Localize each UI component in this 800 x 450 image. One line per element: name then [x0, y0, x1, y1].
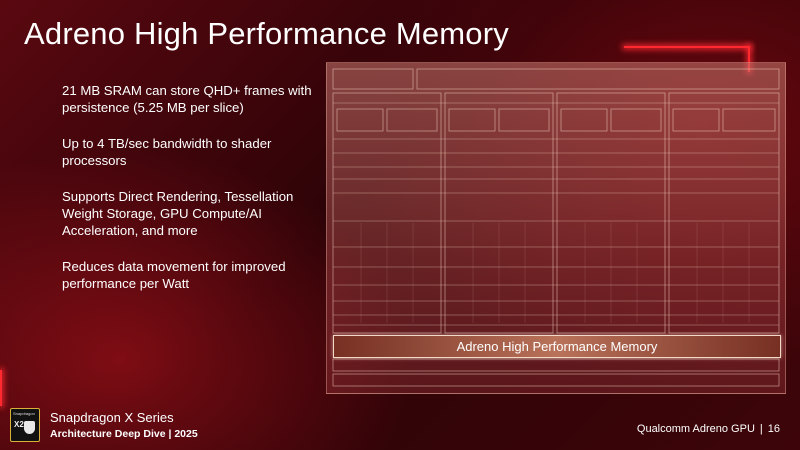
die-block [498, 108, 550, 132]
bullet-item: 21 MB SRAM can store QHD+ frames with pe… [62, 83, 312, 115]
die-block [416, 68, 780, 90]
die-block [722, 108, 776, 132]
die-layout-svg [332, 68, 780, 387]
slide-title: Adreno High Performance Memory [24, 16, 509, 51]
footer-subtitle: Architecture Deep Dive | 2025 [50, 428, 198, 440]
bullet-item: Up to 4 TB/sec bandwidth to shader proce… [62, 136, 272, 168]
die-block [336, 108, 384, 132]
diagram-label: Adreno High Performance Memory [456, 339, 658, 354]
bullet-item: Supports Direct Rendering, Tessellation … [62, 189, 294, 238]
die-block [672, 108, 720, 132]
page-number: 16 [767, 423, 780, 435]
die-slice [332, 92, 442, 334]
high-performance-memory-highlight: Adreno High Performance Memory [333, 335, 781, 358]
snapdragon-x-logo-icon: Snapdragon X2 [10, 408, 40, 442]
die-block [448, 108, 496, 132]
bullet-item: Reduces data movement for improved perfo… [62, 259, 286, 291]
glow-line-left [0, 370, 2, 406]
logo-brand-text: Snapdragon [13, 411, 35, 416]
die-block [560, 108, 608, 132]
die-slice [556, 92, 666, 334]
footer-product: Qualcomm Adreno GPU [636, 423, 755, 435]
footer-right: Qualcomm Adreno GPU | 16 [637, 423, 780, 435]
die-block [332, 68, 414, 90]
die-block [610, 108, 662, 132]
logo-model-text: X2 [14, 420, 24, 429]
die-slice [668, 92, 780, 334]
footer-series: Snapdragon X Series [50, 410, 174, 425]
bullet-list: 21 MB SRAM can store QHD+ frames with pe… [62, 82, 324, 311]
glow-line-right [748, 46, 750, 72]
glow-line-top [624, 46, 750, 48]
die-block [386, 108, 438, 132]
die-slice [444, 92, 554, 334]
footer-separator: | [759, 423, 763, 435]
die-block [332, 358, 780, 372]
snapdragon-mark-icon [24, 421, 35, 434]
die-block [332, 373, 780, 387]
